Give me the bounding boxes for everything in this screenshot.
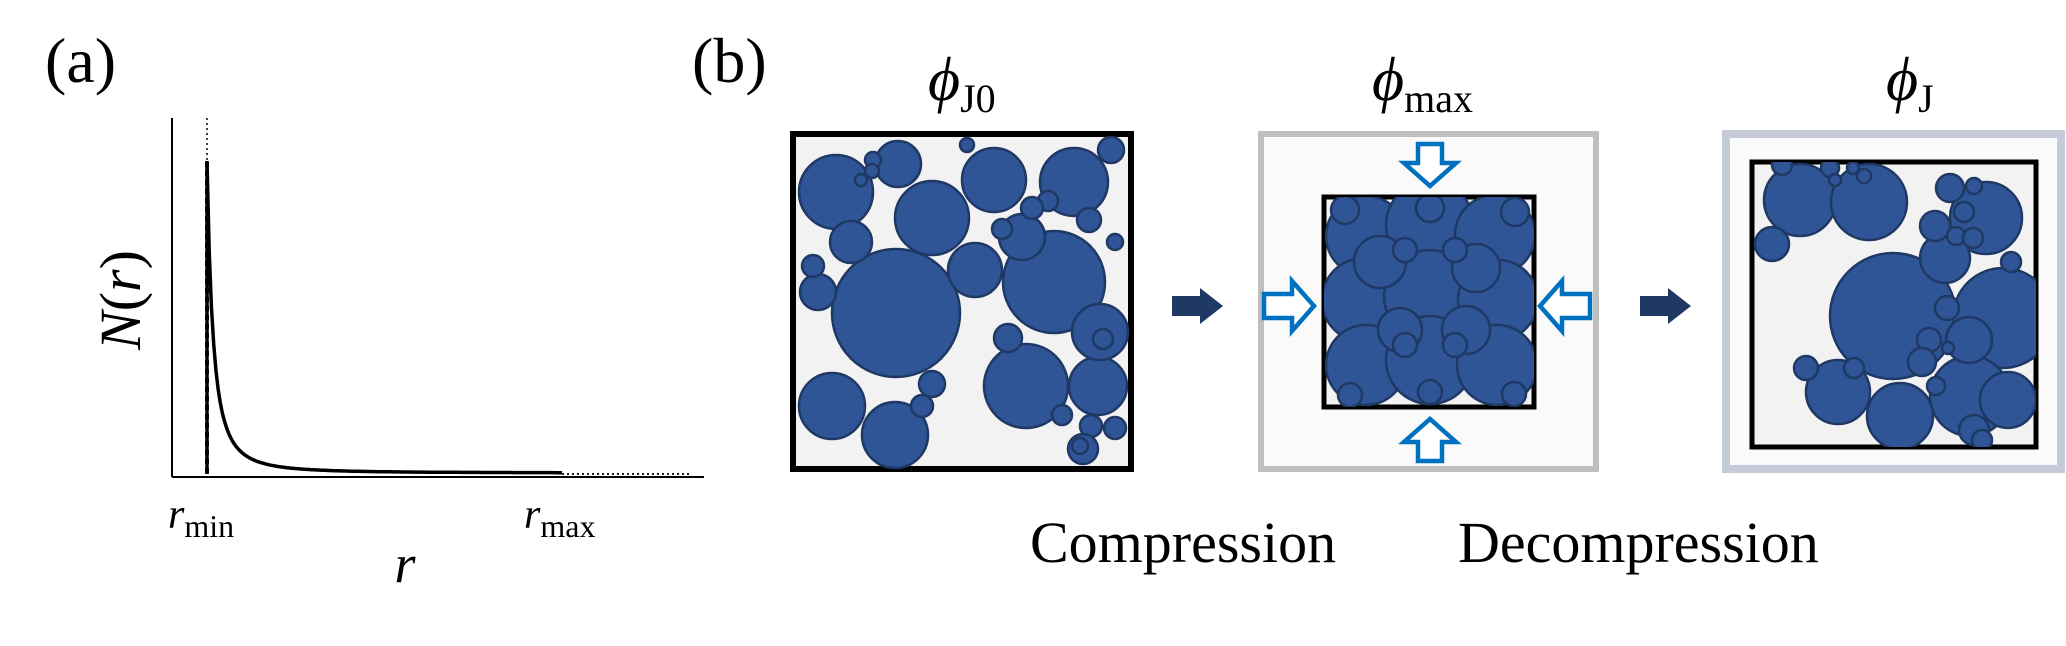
- state-label-phi-j0: ϕJ0: [928, 46, 996, 121]
- particle: [1391, 236, 1419, 264]
- x-axis-label: r: [394, 534, 416, 594]
- particle: [1906, 346, 1938, 378]
- particle: [830, 247, 962, 379]
- particle: [863, 162, 881, 180]
- tick-label-rmin: rmin: [168, 492, 234, 544]
- particle: [909, 393, 935, 419]
- particle: [1096, 135, 1126, 165]
- particle: [1391, 331, 1419, 359]
- particle: [1500, 380, 1528, 407]
- particle: [1753, 225, 1791, 263]
- caption-compression: Compression: [1030, 510, 1336, 575]
- particle: [1416, 378, 1444, 406]
- particle: [990, 217, 1014, 241]
- particle: [1940, 340, 1956, 356]
- particle: [1414, 197, 1446, 224]
- particle: [797, 371, 867, 441]
- particle: [917, 369, 947, 399]
- particle: [860, 400, 930, 469]
- particle: [1827, 172, 1843, 188]
- panel-b: (b) ϕJ0 ϕmax ϕJ: [692, 25, 2065, 575]
- particle: [992, 322, 1024, 354]
- outer-box-phi-max: [1258, 131, 1599, 472]
- particles-phi-max: [1324, 197, 1534, 407]
- state-label-phi-j: ϕJ: [1886, 46, 1934, 121]
- packing-box-phi-max: [1258, 131, 1599, 472]
- particle: [1075, 206, 1103, 234]
- particles-phi-j0: [797, 135, 1130, 469]
- particle: [853, 172, 869, 188]
- particle: [893, 179, 971, 257]
- packing-box-phi-j: [1722, 130, 2065, 473]
- particle: [946, 241, 1004, 299]
- particle: [1842, 356, 1866, 380]
- particle: [1019, 195, 1045, 221]
- particle: [798, 272, 838, 312]
- particles-phi-j: [1753, 162, 2036, 447]
- compression-arrow-right: [1537, 275, 1593, 337]
- particle: [1961, 226, 1985, 250]
- particle: [1978, 370, 2036, 430]
- particle: [1770, 162, 1794, 177]
- state-label-phi-max: ϕmax: [1372, 46, 1473, 121]
- particle: [960, 146, 1028, 214]
- particle: [1067, 355, 1129, 417]
- distribution-curve: [205, 160, 562, 475]
- caption-decompression: Decompression: [1458, 510, 1819, 575]
- particle: [1970, 428, 1994, 447]
- particle: [1933, 294, 1961, 322]
- panel-a-label: (a): [45, 25, 116, 96]
- y-axis-label: N(r): [88, 250, 153, 351]
- compression-arrow-left: [1261, 275, 1317, 337]
- step-arrow-2: [1640, 288, 1691, 324]
- particle: [828, 219, 874, 265]
- particle: [1855, 167, 1873, 185]
- particle: [1865, 381, 1935, 447]
- particle: [1102, 415, 1128, 441]
- compression-arrow-top: [1398, 141, 1462, 190]
- panel-a: (a) N(r) rmin rmax r: [45, 25, 704, 594]
- particle: [1336, 381, 1364, 407]
- particle: [1952, 200, 1976, 224]
- particle: [1999, 250, 2023, 274]
- particle: [1091, 327, 1115, 351]
- particle: [873, 139, 923, 189]
- particle: [958, 136, 976, 154]
- particle: [1964, 176, 1984, 196]
- particle: [1925, 375, 1947, 397]
- particle: [1829, 162, 1909, 242]
- step-arrow-1: [1172, 288, 1223, 324]
- packing-box-phi-j0: [790, 131, 1134, 472]
- particle: [1441, 331, 1469, 359]
- particle: [1329, 197, 1361, 226]
- particle: [1050, 403, 1074, 427]
- particle: [1792, 354, 1820, 382]
- tick-label-rmax: rmax: [524, 492, 595, 544]
- panel-b-label: (b): [692, 25, 767, 96]
- particle: [800, 253, 826, 279]
- particle: [1105, 232, 1125, 252]
- particle: [1499, 197, 1531, 228]
- particle: [1441, 236, 1469, 264]
- particle: [1070, 436, 1090, 456]
- particle: [1845, 162, 1861, 176]
- particle: [797, 153, 875, 231]
- particle: [1934, 172, 1966, 204]
- particle: [1944, 315, 1994, 365]
- particle: [1918, 209, 1952, 243]
- compression-arrow-bottom: [1398, 415, 1462, 464]
